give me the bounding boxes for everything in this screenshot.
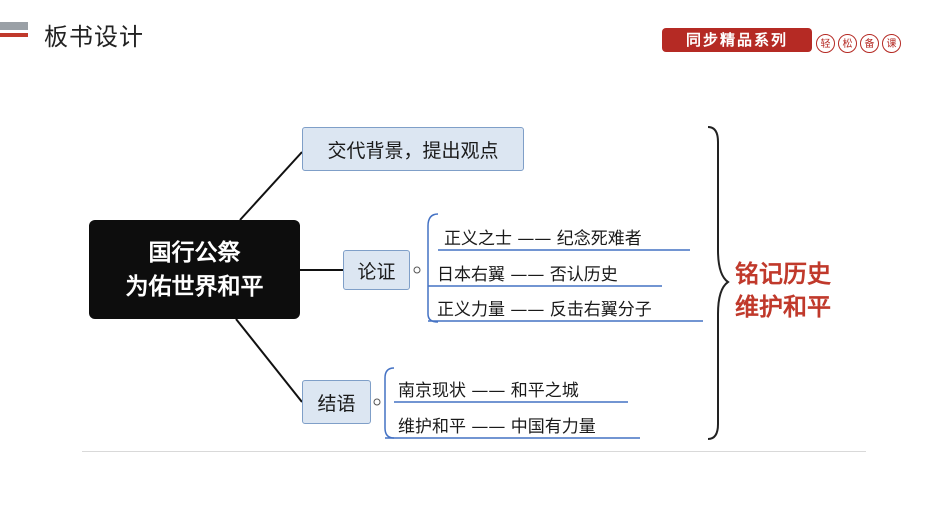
branch-background-node: 交代背景，提出观点: [302, 127, 524, 171]
root-line1: 国行公祭: [148, 239, 241, 266]
branch2-knob: [413, 266, 421, 274]
conclusion-line2: 维护和平: [735, 293, 831, 321]
page-title: 板书设计: [44, 23, 144, 51]
branch-conclusion-node: 结语: [302, 380, 371, 424]
badge-circle-1: 轻: [816, 34, 835, 53]
header-accent-bar: [0, 22, 28, 30]
connector-root-branch3: [235, 318, 303, 403]
leaf-nanjing-today: 南京现状 —— 和平之城: [398, 381, 579, 401]
footer-divider: [82, 451, 866, 452]
header-accent-underline: [0, 33, 28, 37]
summary-brace: [707, 126, 730, 440]
connector-root-branch1: [239, 151, 303, 221]
branch3-knob: [373, 398, 381, 406]
leaf-right-wing: 日本右翼 —— 否认历史: [437, 265, 618, 285]
root-node: 国行公祭 为佑世界和平: [89, 220, 300, 319]
series-badge: 同步精品系列: [662, 28, 812, 52]
branch-argument-node: 论证: [343, 250, 410, 290]
leaf-righteous-people: 正义之士 —— 纪念死难者: [444, 229, 642, 249]
badge-circle-2: 松: [838, 34, 857, 53]
branch3-bracket: [384, 367, 395, 439]
badge-circle-4: 课: [882, 34, 901, 53]
leaf-just-forces: 正义力量 —— 反击右翼分子: [437, 300, 652, 320]
badge-circle-3: 备: [860, 34, 879, 53]
root-line2: 为佑世界和平: [125, 273, 264, 300]
conclusion-line1: 铭记历史: [735, 260, 831, 288]
leaf-maintain-peace: 维护和平 —— 中国有力量: [398, 417, 596, 437]
